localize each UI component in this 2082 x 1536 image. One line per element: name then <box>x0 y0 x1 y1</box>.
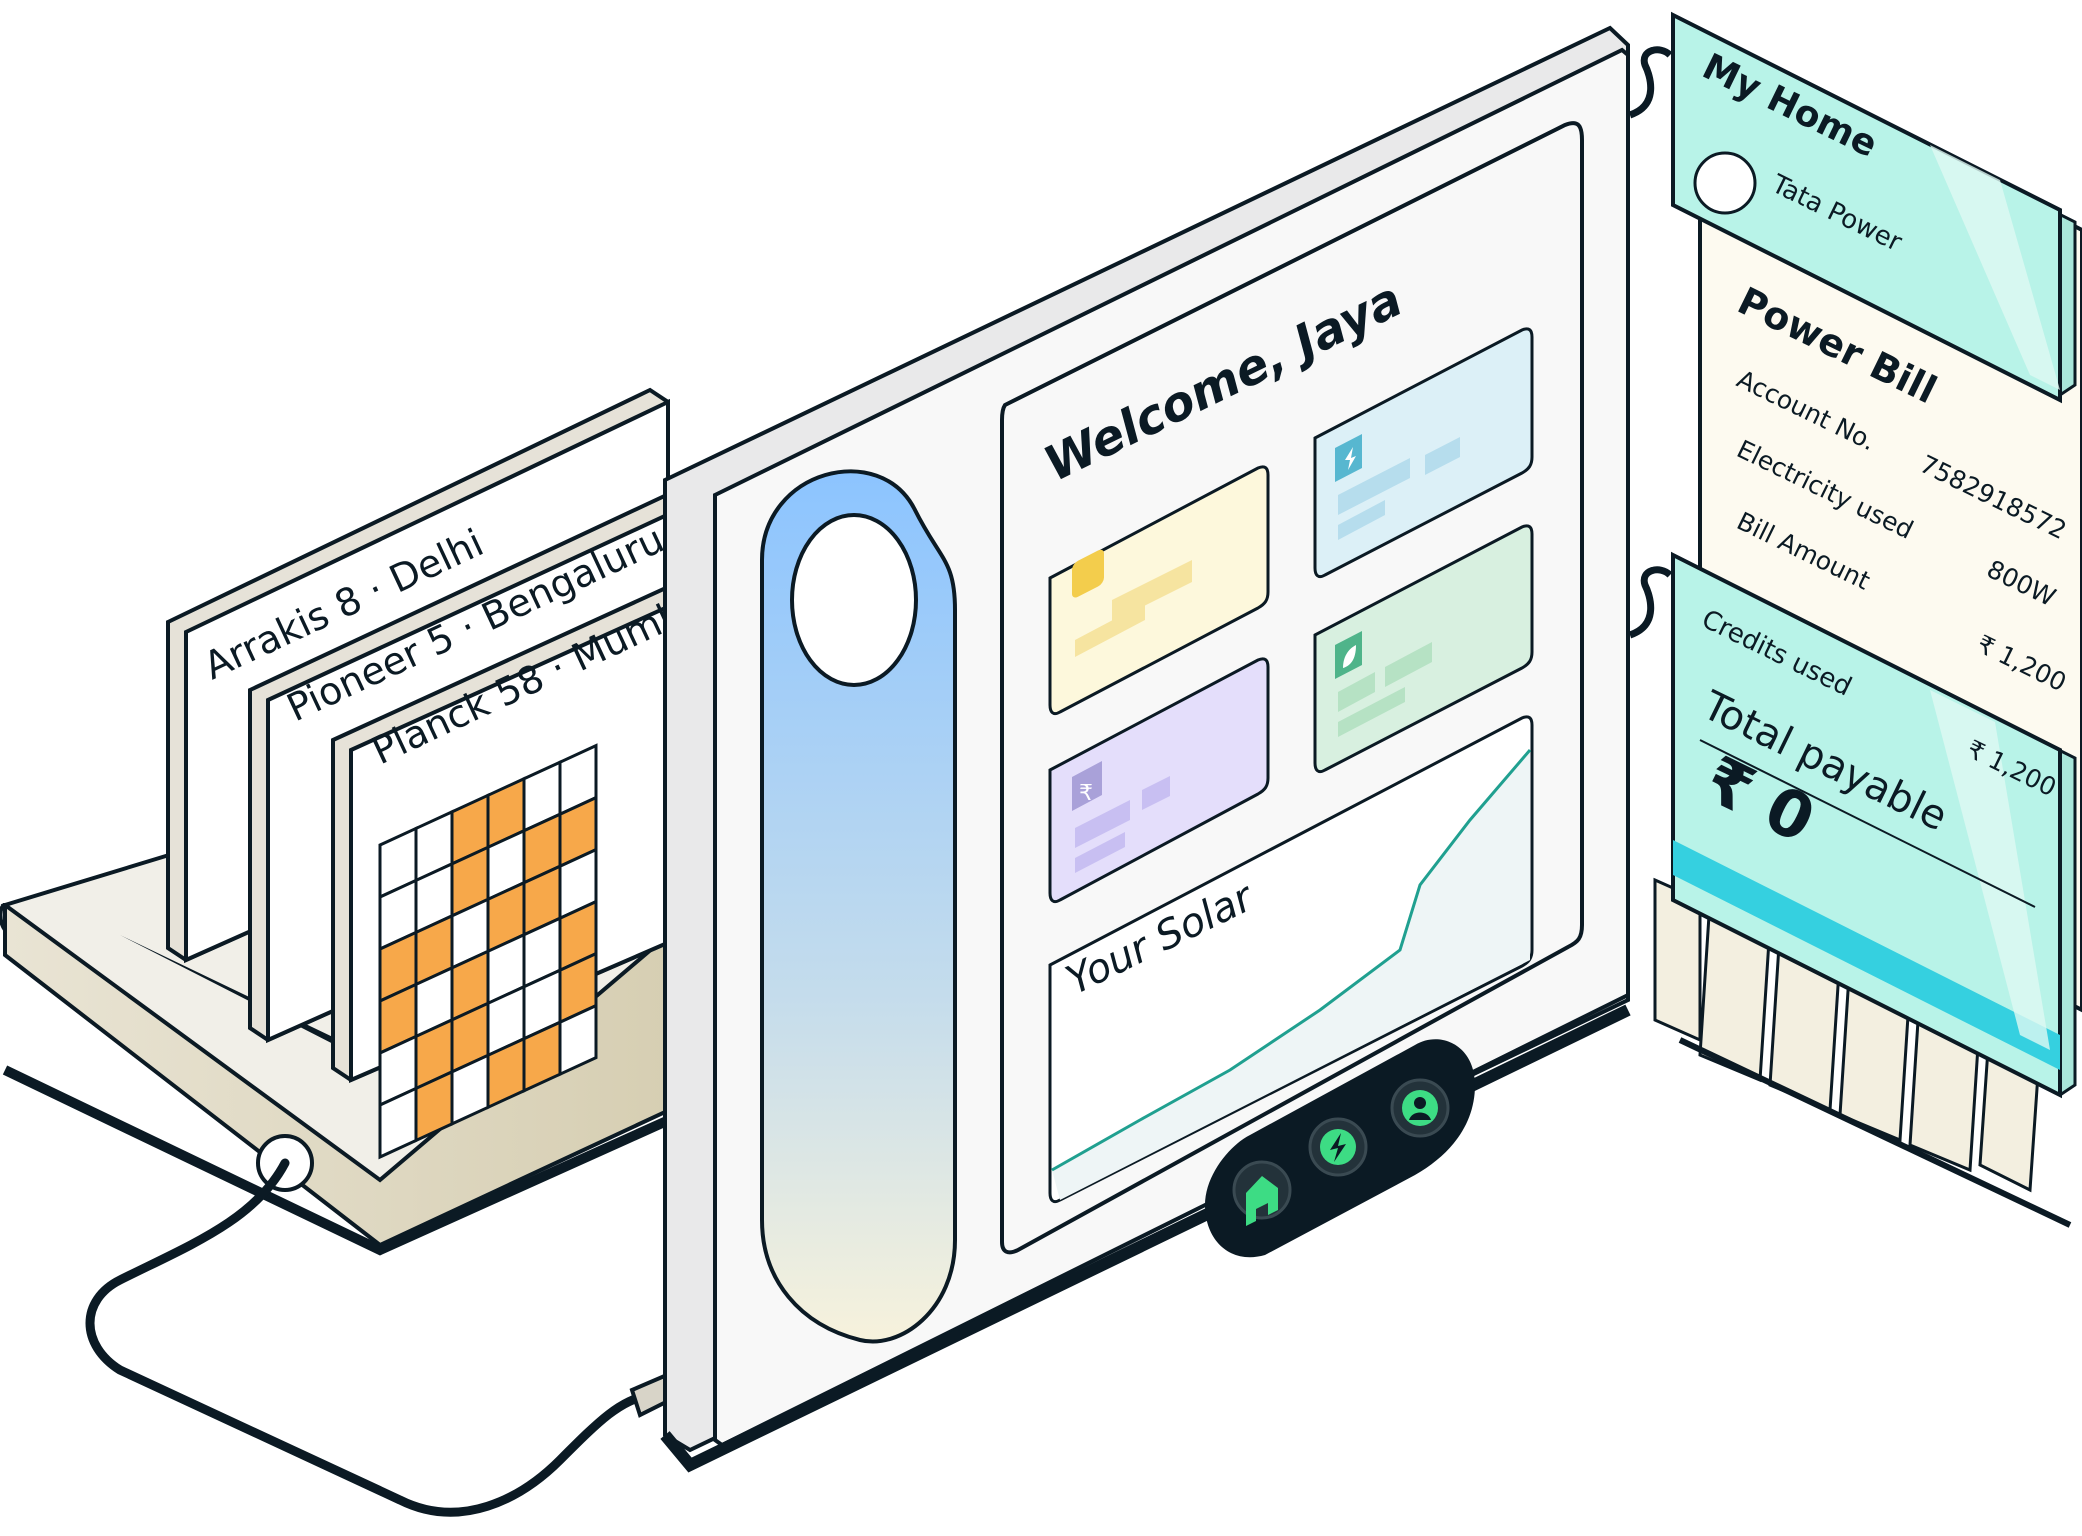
widget-icon-yellow <box>1072 549 1104 598</box>
solar-chart: Your Solar <box>1048 715 1534 1204</box>
chart-line <box>1051 749 1532 1172</box>
widget-purple[interactable]: ₹ <box>1048 657 1270 904</box>
tablet: Welcome, Jaya ₹ <box>660 25 1631 1473</box>
credits-card: Credits used ₹ 1,200 Total payable ₹ 0 <box>1671 551 2077 1099</box>
home-icon <box>1246 1176 1278 1226</box>
rupee-icon <box>1072 761 1102 811</box>
pill-circle <box>790 513 918 687</box>
tablet-pill <box>760 469 957 1344</box>
cable <box>85 1158 655 1517</box>
grid-cell <box>558 1003 598 1077</box>
provider-logo <box>1693 151 1757 215</box>
bill-receipt: Power Bill Account No. 7582918572 Electr… <box>1628 11 2082 1228</box>
nav-bar <box>1205 1039 1475 1258</box>
nav-energy[interactable] <box>1308 1117 1368 1177</box>
nav-profile[interactable] <box>1390 1078 1450 1138</box>
bolt-icon <box>1330 1133 1346 1162</box>
svg-text:₹: ₹ <box>1079 781 1093 806</box>
widget-yellow[interactable] <box>1048 465 1270 716</box>
user-icon <box>1414 1097 1426 1109</box>
site-card-grid <box>378 743 598 1160</box>
home-card: My Home Tata Power <box>1671 11 2077 404</box>
widget-blue[interactable] <box>1313 327 1534 579</box>
widget-green[interactable] <box>1313 524 1534 774</box>
nav-home[interactable] <box>1232 1160 1292 1226</box>
